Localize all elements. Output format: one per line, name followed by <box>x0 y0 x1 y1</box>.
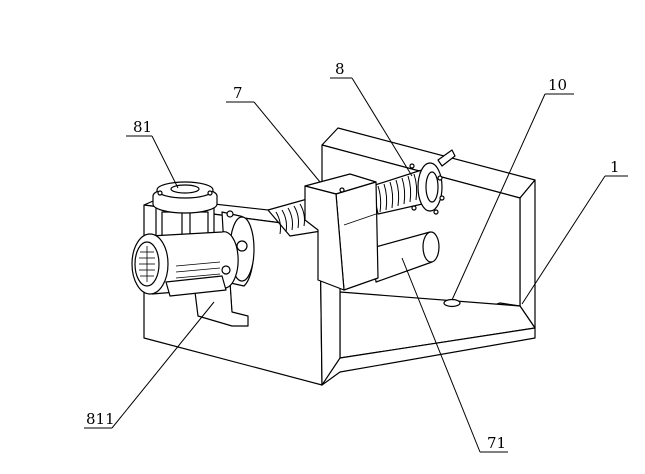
callout-811: 811 <box>86 410 115 428</box>
mounting-hole <box>443 298 461 308</box>
leader-lines <box>84 77 628 453</box>
motor-bracket <box>194 281 249 327</box>
callout-10: 10 <box>548 76 567 94</box>
callout-81: 81 <box>133 118 152 136</box>
callout-labels: 8 10 7 81 1 811 71 <box>86 60 620 452</box>
guide-rod <box>371 231 440 283</box>
frame-base <box>321 291 536 386</box>
callout-71: 71 <box>487 434 506 452</box>
callout-7: 7 <box>233 84 243 102</box>
slider-block <box>304 173 379 291</box>
callout-8: 8 <box>335 60 345 78</box>
callout-1: 1 <box>610 158 620 176</box>
motor-assembly <box>131 181 255 327</box>
